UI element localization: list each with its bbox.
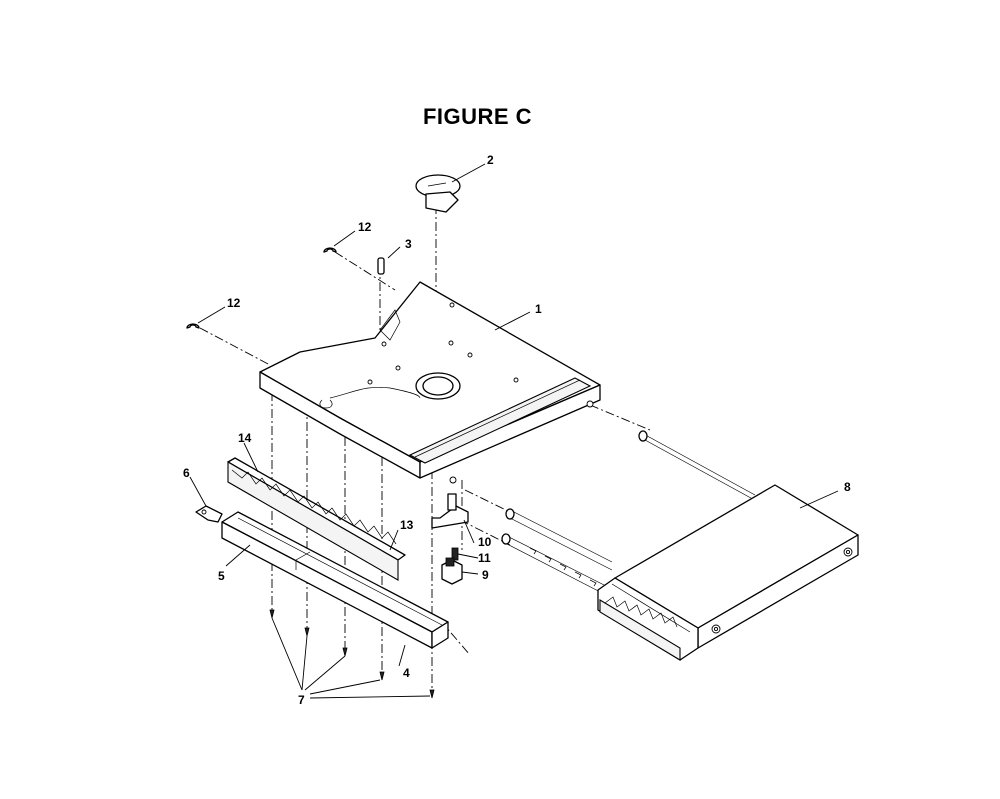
callout-3: 3 xyxy=(405,237,412,251)
figure-title: FIGURE C xyxy=(422,104,533,129)
callout-4: 4 xyxy=(403,666,410,680)
part-8-table-extension xyxy=(501,430,859,661)
callout-1: 1 xyxy=(535,302,542,316)
callout-5: 5 xyxy=(218,569,225,583)
callout-6: 6 xyxy=(183,466,190,480)
part-1-table-top xyxy=(259,281,601,484)
callout-7: 7 xyxy=(298,693,305,707)
callout-11: 11 xyxy=(478,551,491,565)
leader-lines xyxy=(189,163,839,699)
part-10-bracket xyxy=(431,493,469,529)
part-3-pin xyxy=(377,257,385,275)
callout-10: 10 xyxy=(478,535,492,549)
callout-13: 13 xyxy=(400,518,414,532)
callout-9: 9 xyxy=(482,568,489,582)
callout-12-top: 12 xyxy=(358,220,372,234)
callout-8: 8 xyxy=(844,480,851,494)
callout-12-left: 12 xyxy=(227,296,241,310)
part-14-strip xyxy=(227,457,406,581)
part-9-knob xyxy=(441,557,463,585)
callout-14: 14 xyxy=(238,431,252,445)
callout-2: 2 xyxy=(487,153,494,167)
part-6-clip xyxy=(195,505,223,523)
part-2-insert xyxy=(415,174,461,213)
part-5-track xyxy=(221,511,449,649)
callout-labels: 1 2 3 4 5 6 7 8 9 10 11 12 12 13 14 xyxy=(183,153,851,707)
part-12-clips xyxy=(186,247,337,329)
part-7-screws xyxy=(269,609,435,699)
